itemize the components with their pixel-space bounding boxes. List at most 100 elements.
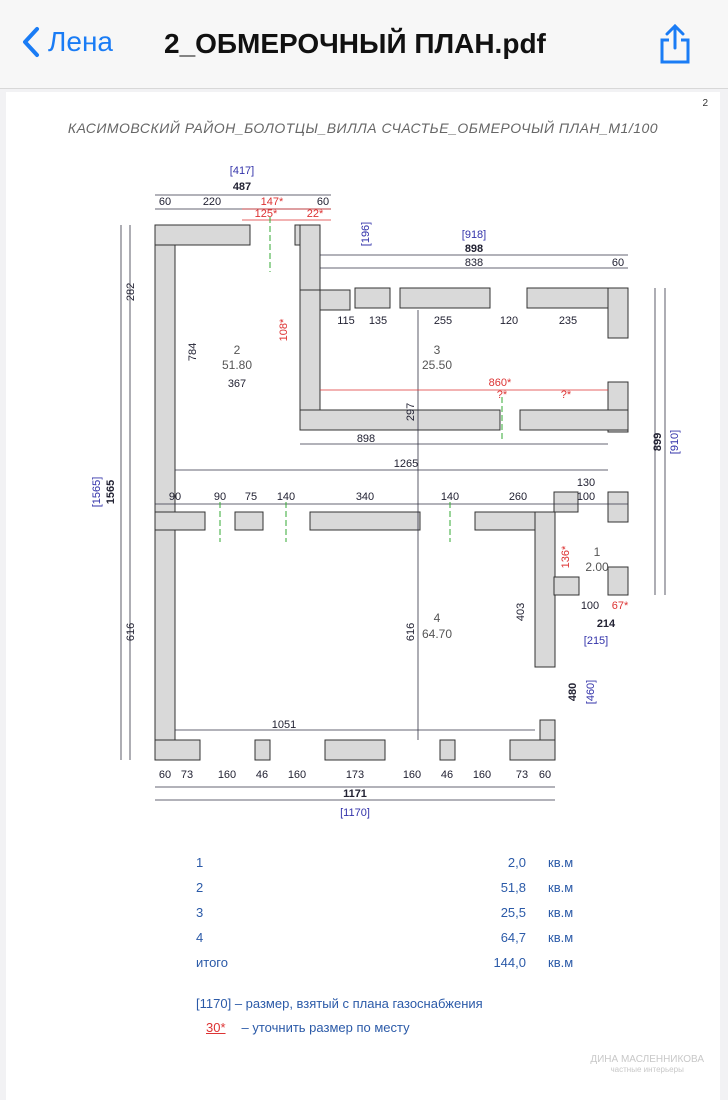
- dim-label: 487: [233, 181, 251, 193]
- dim-label: 73: [516, 769, 528, 781]
- document-title: 2_ОБМЕРОЧНЫЙ ПЛАН.pdf: [164, 28, 546, 59]
- dim-label: 60: [317, 196, 329, 208]
- room-cell: итого: [196, 955, 228, 970]
- dim-label: ?*: [561, 389, 572, 401]
- table-row: 3 25,5 кв.м: [196, 900, 628, 925]
- dim-label: 60: [612, 257, 624, 269]
- dim-label: 220: [203, 196, 221, 208]
- walls: [154, 224, 629, 761]
- legend-key: [1170]: [196, 996, 232, 1011]
- back-button[interactable]: Лена: [22, 26, 113, 58]
- dim-label: ?*: [497, 389, 508, 401]
- area-cell: 144,0: [493, 955, 526, 970]
- dim-label: 367: [228, 378, 246, 390]
- dim-label: 214: [597, 618, 616, 630]
- pdf-page[interactable]: 2 КАСИМОВСКИЙ РАЙОН_БОЛОТЦЫ_ВИЛЛА СЧАСТЬ…: [6, 92, 720, 1100]
- dim-label: 255: [434, 315, 452, 327]
- dim-label: [215]: [584, 635, 608, 647]
- dim-label: 403: [515, 603, 527, 621]
- dim-label: 160: [403, 769, 421, 781]
- dim-label: [196]: [360, 222, 372, 246]
- room-labels: 2 51.80 3 25.50 1 2.00 4 64.70: [222, 343, 609, 641]
- dim-label: 147*: [261, 196, 284, 208]
- dim-label: 75: [245, 491, 257, 503]
- share-button[interactable]: [658, 23, 692, 69]
- dim-label: 160: [288, 769, 306, 781]
- dim-label: 100: [577, 491, 595, 503]
- dim-label: [460]: [585, 680, 597, 704]
- dim-label: 784: [187, 343, 199, 361]
- room-number: 3: [434, 343, 441, 357]
- legend: [1170] – размер, взятый с плана газоснаб…: [196, 992, 483, 1040]
- dim-label: 100: [581, 600, 599, 612]
- dim-label: 616: [125, 623, 137, 641]
- share-icon: [660, 23, 690, 64]
- unit-cell: кв.м: [548, 955, 574, 970]
- dim-label: 1051: [272, 719, 296, 731]
- nav-bar: Лена 2_ОБМЕРОЧНЫЙ ПЛАН.pdf: [0, 0, 728, 89]
- legend-item: [1170] – размер, взятый с плана газоснаб…: [196, 992, 483, 1016]
- room-number: 1: [594, 545, 601, 559]
- dim-label: 282: [125, 283, 137, 301]
- dim-label: 115: [337, 315, 355, 327]
- dim-label: 160: [218, 769, 236, 781]
- dim-label: 46: [256, 769, 268, 781]
- dim-label: 297: [405, 403, 417, 421]
- room-cell: 3: [196, 905, 204, 920]
- unit-cell: кв.м: [548, 930, 574, 945]
- unit-cell: кв.м: [548, 905, 574, 920]
- dim-label: 1565: [105, 480, 117, 504]
- dim-label: 90: [214, 491, 226, 503]
- dim-label: 899: [652, 433, 664, 451]
- dim-label: 160: [473, 769, 491, 781]
- legend-key: 30*: [206, 1020, 226, 1035]
- unit-cell: кв.м: [548, 855, 574, 870]
- dim-label: 235: [559, 315, 577, 327]
- dim-label: [910]: [669, 430, 681, 454]
- legend-text: – размер, взятый с плана газоснабжения: [234, 996, 483, 1011]
- dimension-labels: [417] 487 60 220 147* 60 125* 22* [918] …: [91, 165, 681, 819]
- room-area: 25.50: [422, 358, 452, 372]
- dim-label: [1565]: [91, 477, 103, 508]
- dim-label: 1265: [394, 458, 418, 470]
- dim-label: 120: [500, 315, 518, 327]
- dim-label: 60: [159, 196, 171, 208]
- dim-label: 260: [509, 491, 527, 503]
- watermark-sub: частные интерьеры: [610, 1065, 684, 1074]
- area-cell: 64,7: [500, 930, 526, 945]
- room-area: 2.00: [585, 560, 609, 574]
- dim-label: 616: [405, 623, 417, 641]
- chevron-left-icon: [23, 27, 39, 57]
- drawing-title: КАСИМОВСКИЙ РАЙОН_БОЛОТЦЫ_ВИЛЛА СЧАСТЬЕ_…: [67, 120, 659, 136]
- dim-label: 480: [567, 683, 579, 701]
- back-label: Лена: [48, 26, 113, 57]
- dim-label: 140: [441, 491, 459, 503]
- dim-label: 173: [346, 769, 364, 781]
- dim-label: [1170]: [340, 807, 370, 819]
- dim-label: 60: [539, 769, 551, 781]
- dim-label: 860*: [489, 377, 512, 389]
- unit-cell: кв.м: [548, 880, 574, 895]
- room-number: 2: [234, 343, 241, 357]
- table-row: итого 144,0 кв.м: [196, 950, 628, 975]
- dim-label: 125*: [255, 208, 278, 220]
- dim-label: 135: [369, 315, 387, 327]
- dim-label-red: 136*: [560, 545, 572, 568]
- dim-label: 73: [181, 769, 193, 781]
- area-cell: 25,5: [500, 905, 526, 920]
- red-dimension-lines: [242, 208, 608, 391]
- door-axes: [219, 217, 503, 542]
- dim-label: 60: [159, 769, 171, 781]
- dim-label: [417]: [230, 165, 254, 177]
- dim-label: 898: [465, 243, 483, 255]
- dim-label: [918]: [462, 229, 486, 241]
- room-cell: 1: [196, 855, 204, 870]
- dim-label: 140: [277, 491, 295, 503]
- legend-text: – уточнить размер по месту: [241, 1020, 410, 1035]
- dim-label-red: 108*: [278, 318, 290, 341]
- room-area: 51.80: [222, 358, 252, 372]
- room-area: 64.70: [422, 627, 452, 641]
